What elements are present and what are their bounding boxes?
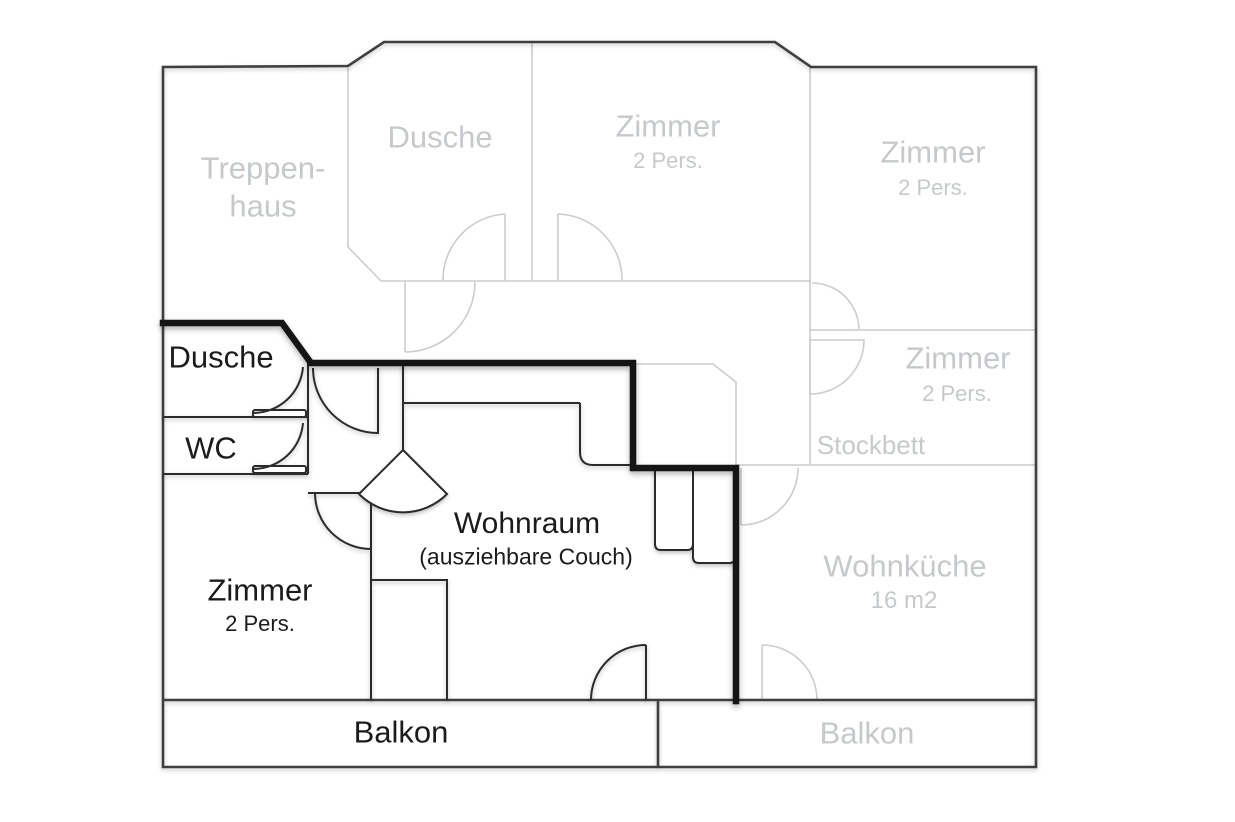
door-arc-balkon: [590, 644, 647, 701]
door-arc-dusche-top: [442, 213, 506, 282]
door-arc-corridor: [404, 281, 476, 353]
room-sublabel-zimmer-top: 2 Pers.: [633, 148, 703, 173]
door-arc-zimmer-top: [557, 213, 623, 282]
door-arc-wohnkueche: [740, 467, 799, 526]
door-leaf-dusche: [252, 409, 307, 418]
room-label-wc: WC: [185, 430, 237, 466]
wardrobe-left: [654, 468, 694, 551]
door-arc-wohnraum: [357, 448, 449, 514]
room-label-zimmer-top: Zimmer: [615, 108, 721, 144]
door-arc-wohnkueche-balkon: [761, 644, 818, 701]
wall-under-highlight: [636, 363, 737, 466]
unit-boundary: [159, 319, 740, 705]
door-arc-zimmer-topright: [811, 282, 860, 331]
door-leaf-wc: [252, 465, 307, 474]
room-label-wohnraum: Wohnraum: [453, 507, 601, 540]
outer-walls: [161, 40, 1038, 769]
room-label-stockbett: Stockbett: [816, 430, 926, 460]
room-label-treppenhaus-line1: Treppen-: [200, 150, 326, 186]
room-sublabel-wohnraum-couch: (ausziehbare Couch): [419, 543, 633, 570]
door-arc-zimmer: [314, 492, 372, 550]
room-label-balkon-left: Balkon: [353, 714, 449, 750]
room-sublabel-zimmer-unit: 2 Pers.: [225, 611, 295, 636]
unit-interior: [163, 363, 736, 701]
room-sublabel-zimmer-mid: 2 Pers.: [922, 381, 992, 406]
door-arc-dusche: [252, 366, 304, 415]
shaft-box: [371, 579, 448, 700]
room-label-dusche-unit: Dusche: [168, 339, 274, 375]
room-label-zimmer-unit: Zimmer: [207, 572, 313, 608]
room-label-wohnkueche: Wohnküche: [823, 548, 987, 584]
room-label-zimmer-topright: Zimmer: [880, 134, 986, 170]
room-label-zimmer-mid: Zimmer: [905, 340, 1011, 376]
room-label-treppenhaus-line2: haus: [229, 188, 297, 224]
door-arc-wc: [252, 422, 304, 471]
door-arc-stockbett: [809, 339, 865, 395]
unit-boundary-wall: [159, 319, 740, 705]
door-arc-entry: [312, 367, 379, 434]
room-sublabel-wohnkueche-area: 16 m2: [870, 587, 938, 614]
room-label-balkon-right: Balkon: [819, 715, 915, 751]
wardrobe-right: [692, 468, 736, 564]
wall-nook-step: [579, 403, 633, 466]
neighbour-walls: [347, 43, 1036, 701]
room-label-dusche-top: Dusche: [387, 119, 493, 155]
wall-treppenhaus-dusche: [347, 68, 382, 282]
building-outline: [161, 40, 1038, 769]
room-sublabel-zimmer-topright: 2 Pers.: [898, 175, 968, 200]
